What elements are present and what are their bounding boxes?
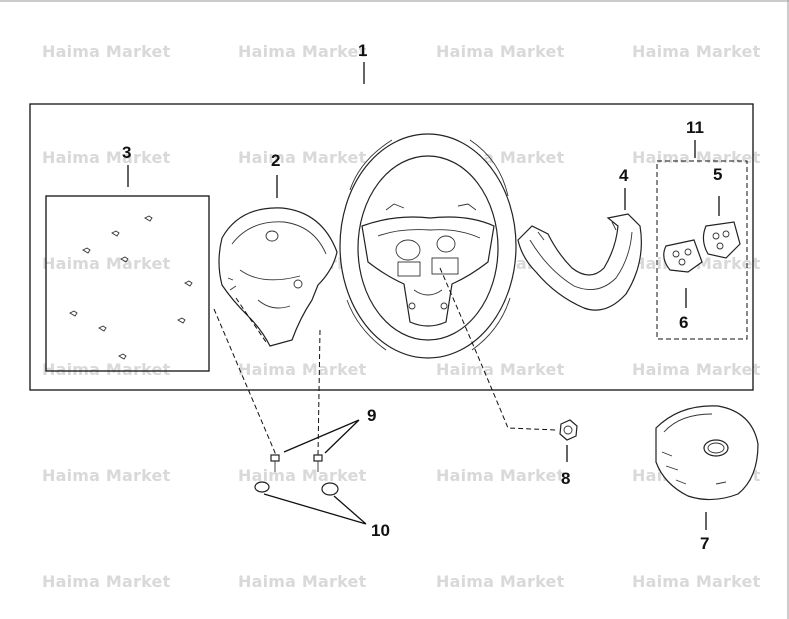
watermark: Haima Market [42, 466, 171, 485]
callout-4: 4 [619, 166, 629, 185]
callout-10: 10 [371, 521, 390, 540]
dash-cover-inner [235, 297, 267, 343]
callout-9: 9 [367, 406, 377, 425]
watermark: Haima Market [436, 466, 565, 485]
watermark: Haima Market [436, 572, 565, 591]
nut-part [559, 419, 578, 441]
callout-2: 2 [271, 151, 281, 170]
callout-3: 3 [122, 143, 132, 162]
watermark: Haima Market [238, 42, 367, 61]
right-switch-part [702, 221, 741, 259]
watermark: Haima Market [238, 148, 367, 167]
switch-group-box [656, 160, 748, 340]
watermark: Haima Market [238, 466, 367, 485]
leader-9 [283, 419, 360, 454]
dash-cover-screw-left [213, 308, 277, 456]
watermark: Haima Market [42, 42, 171, 61]
screw-right-part [313, 454, 323, 472]
watermark: Haima Market [632, 572, 761, 591]
watermark: Haima Market [632, 148, 761, 167]
watermark: Haima Market [238, 572, 367, 591]
lower-cover-part [218, 207, 338, 347]
steering-wheel-part [339, 133, 517, 359]
cap-left-part [254, 481, 270, 493]
leader-10 [263, 493, 367, 525]
clips-box [45, 195, 210, 372]
clip-icons [69, 215, 193, 360]
callout-5: 5 [713, 165, 723, 184]
left-switch-part [663, 239, 703, 273]
watermark: Haima Market [238, 360, 367, 379]
assembly-frame [29, 103, 754, 391]
dash-wheel-nut [439, 267, 557, 431]
watermark: Haima Market [42, 254, 171, 273]
cap-right-part [321, 482, 339, 496]
callout-11: 11 [686, 118, 704, 137]
watermark: Haima Market [632, 360, 761, 379]
watermark: Haima Market [42, 148, 171, 167]
watermark: Haima Market [632, 42, 761, 61]
watermark: Haima Market [436, 360, 565, 379]
watermark: Haima Market [42, 572, 171, 591]
trim-bezel-part [517, 213, 642, 311]
screw-left-part [270, 454, 280, 472]
callout-6: 6 [679, 313, 689, 332]
watermark: Haima Market [436, 42, 565, 61]
airbag-module-part [655, 405, 759, 501]
dash-cover-screw-right [317, 329, 321, 456]
callout-7: 7 [700, 534, 710, 553]
watermark: Haima Market [42, 360, 171, 379]
callout-8: 8 [561, 469, 571, 488]
callout-1: 1 [358, 41, 368, 60]
